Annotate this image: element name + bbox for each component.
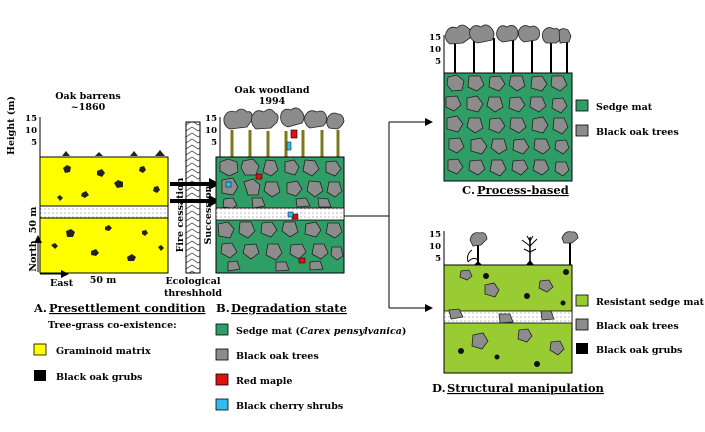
panel-a-transect-strip	[39, 205, 169, 219]
panel-a-title-line2: ~1860	[71, 102, 106, 113]
legend-grub-swatch	[34, 370, 46, 381]
panel-a: Oak barrens ~1860 Height (m) 15 10 5	[6, 91, 206, 383]
panel-b-tick-5: 5	[211, 138, 217, 148]
panel-c-caption: Process-based	[477, 183, 569, 197]
panel-b-transect-strip	[215, 207, 345, 221]
legend-d-resistant-swatch	[575, 294, 589, 307]
legend-d-resistant-label: Resistant sedge mat	[596, 297, 705, 308]
panel-d-tick-10: 10	[429, 242, 441, 252]
panel-d-caption-letter: D.	[432, 381, 446, 395]
panel-b-cherry-profile	[286, 141, 292, 151]
panel-b: Oak woodland 1994 15 10 5	[205, 85, 406, 412]
panel-d-tick-15: 15	[429, 230, 441, 240]
ecological-label-line1: Ecological	[165, 276, 220, 287]
panel-c-tick-10: 10	[429, 45, 441, 55]
panel-b-title-line2: 1994	[259, 96, 286, 107]
panel-c-canopy	[445, 24, 572, 45]
legend-sedge-label: Sedge mat (Carex pensylvanica)	[236, 326, 406, 337]
fire-cessation-label: Fire cessation	[175, 178, 186, 253]
panel-c-trunks	[454, 38, 568, 73]
panel-a-grubs	[51, 165, 164, 261]
legend-graminoid-swatch	[33, 343, 47, 356]
legend-d-grub-swatch	[576, 343, 588, 354]
legend-d-oak-label: Black oak trees	[596, 321, 679, 332]
panel-b-cherry-2	[287, 211, 294, 218]
panel-c-plot	[443, 72, 573, 182]
panel-a-caption: Presettlement condition	[49, 301, 206, 315]
panel-b-tick-10: 10	[205, 126, 217, 136]
panel-d-profile-trees	[467, 231, 579, 265]
panel-a-tick-15: 15	[25, 114, 37, 124]
panel-b-trunks	[230, 130, 340, 157]
panel-a-side-50m: 50 m	[28, 207, 39, 234]
panel-a-width-50m: 50 m	[90, 275, 117, 286]
panel-b-caption-letter: B.	[216, 301, 230, 315]
succession-label: Succession	[203, 185, 214, 244]
legend-cherry-swatch	[215, 398, 229, 411]
panel-c: 15 10 5	[429, 24, 679, 197]
panel-c-tick-5: 5	[435, 57, 441, 67]
legend-oak-label-b: Black oak trees	[236, 351, 319, 362]
panel-b-red-maple-profile	[290, 129, 298, 139]
panel-d-tick-5: 5	[435, 254, 441, 264]
panel-a-grub-profile	[62, 150, 165, 156]
threshold-column: Fire cessation Succession Ecological thr…	[164, 121, 222, 299]
panel-b-oak-trees	[217, 158, 344, 272]
panel-d-grubs	[458, 269, 569, 367]
east-label: East	[50, 278, 74, 289]
panel-d-caption: Structural manipulation	[447, 381, 605, 395]
panel-d-oak-trees	[448, 269, 565, 356]
legend-red-maple-swatch	[215, 373, 229, 386]
legend-c-oak-swatch	[575, 124, 589, 137]
legend-cherry-label: Black cherry shrubs	[236, 401, 343, 412]
panel-b-red-maple-1	[255, 173, 263, 180]
panel-a-subcaption: Tree-grass co-existence:	[48, 320, 177, 331]
panel-b-red-maple-3	[298, 257, 306, 264]
legend-c-sedge-swatch	[575, 99, 589, 112]
legend-d-grub-label: Black oak grubs	[596, 345, 682, 356]
legend-graminoid-label: Graminoid matrix	[56, 346, 151, 357]
panel-c-caption-letter: C.	[462, 183, 475, 197]
panel-c-oak-trees	[445, 74, 570, 177]
height-axis-label: Height (m)	[6, 96, 17, 155]
legend-c-oak-label: Black oak trees	[596, 127, 679, 138]
legend-c-sedge-label: Sedge mat	[596, 102, 653, 113]
panel-a-tick-5: 5	[31, 138, 37, 148]
legend-oak-swatch-b	[215, 348, 229, 361]
threshold-bar	[185, 121, 201, 274]
connectors	[344, 118, 433, 312]
legend-d-oak-swatch	[575, 318, 589, 331]
panel-b-tick-15: 15	[205, 114, 217, 124]
panel-b-title-line1: Oak woodland	[234, 85, 309, 96]
panel-a-tick-10: 10	[25, 126, 37, 136]
panel-a-side-north: North	[28, 240, 39, 271]
legend-grub-label: Black oak grubs	[56, 372, 142, 383]
panel-a-caption-letter: A.	[33, 301, 47, 315]
panel-d: 15 10 5	[429, 230, 704, 395]
ecological-label-line2: threshhold	[164, 288, 222, 299]
panel-b-cherry-1	[225, 181, 232, 188]
legend-red-maple-label: Red maple	[236, 376, 292, 387]
panel-b-caption: Degradation state	[231, 301, 347, 315]
panel-a-title-line1: Oak barrens	[55, 91, 120, 102]
legend-sedge-swatch	[215, 323, 229, 336]
panel-b-canopy	[223, 107, 345, 130]
panel-c-tick-15: 15	[429, 33, 441, 43]
